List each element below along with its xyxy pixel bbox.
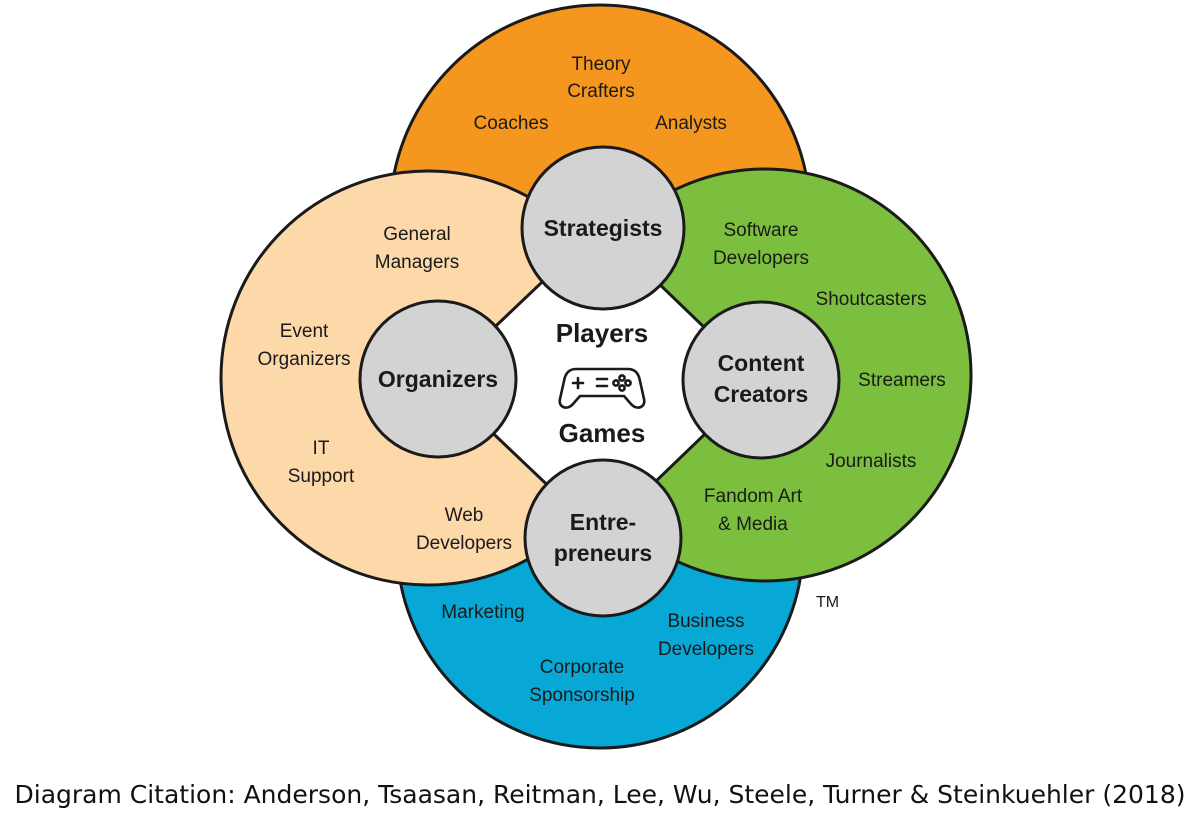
hub-label-organizers: Organizers	[378, 366, 498, 392]
text-line: Software	[724, 220, 799, 241]
text-line: Corporate	[540, 657, 625, 678]
role-analysts: Analysts	[655, 113, 727, 134]
role-streamers: Streamers	[858, 370, 946, 391]
text-line: Streamers	[858, 370, 946, 391]
role-fandom-art-media: Fandom Art & Media	[704, 486, 803, 535]
role-journalists: Journalists	[826, 451, 917, 472]
text-line: Event	[280, 321, 329, 342]
text-line: Journalists	[826, 451, 917, 472]
diagram-citation: Diagram Citation: Anderson, Tsaasan, Rei…	[14, 780, 1186, 809]
entrepreneurs-hub	[523, 458, 683, 618]
role-it-support: IT Support	[288, 438, 355, 487]
text-line: Developers	[416, 533, 512, 554]
text-line: Shoutcasters	[816, 289, 927, 310]
text-line: preneurs	[554, 540, 652, 566]
text-line: Support	[288, 466, 355, 487]
text-line: Sponsorship	[529, 685, 635, 706]
role-marketing: Marketing	[441, 602, 524, 623]
text-line: Business	[667, 611, 744, 632]
content-creators-hub	[681, 300, 841, 460]
text-line: IT	[313, 438, 330, 459]
text-line: Developers	[713, 248, 809, 269]
text-line: Entre-	[570, 509, 636, 535]
role-shoutcasters: Shoutcasters	[816, 289, 927, 310]
text-line: & Media	[718, 514, 788, 535]
gamepad-icon	[558, 367, 646, 409]
strategists-hub	[520, 145, 686, 311]
trademark-mark: TM	[816, 594, 839, 611]
text-line: Fandom Art	[704, 486, 803, 507]
center-label-games: Games	[559, 418, 646, 448]
hub-label-strategists: Strategists	[544, 215, 663, 241]
text-line: Coaches	[474, 113, 549, 134]
organizers-hub	[358, 299, 518, 459]
text-line: Organizers	[378, 366, 498, 392]
text-line: Creators	[714, 381, 809, 407]
text-line: Analysts	[655, 113, 727, 134]
text-line: General	[383, 224, 451, 245]
text-line: Crafters	[567, 81, 635, 102]
text-line: Web	[445, 505, 484, 526]
text-line: Marketing	[441, 602, 524, 623]
center-label-players: Players	[556, 318, 649, 348]
text-line: Theory	[571, 54, 631, 75]
text-line: Organizers	[258, 349, 351, 370]
text-line: Managers	[375, 252, 460, 273]
role-coaches: Coaches	[474, 113, 549, 134]
text-line: Strategists	[544, 215, 663, 241]
text-line: Developers	[658, 639, 754, 660]
hub-label-entrepreneurs: Entre-preneurs	[554, 509, 652, 566]
text-line: Content	[718, 350, 805, 376]
